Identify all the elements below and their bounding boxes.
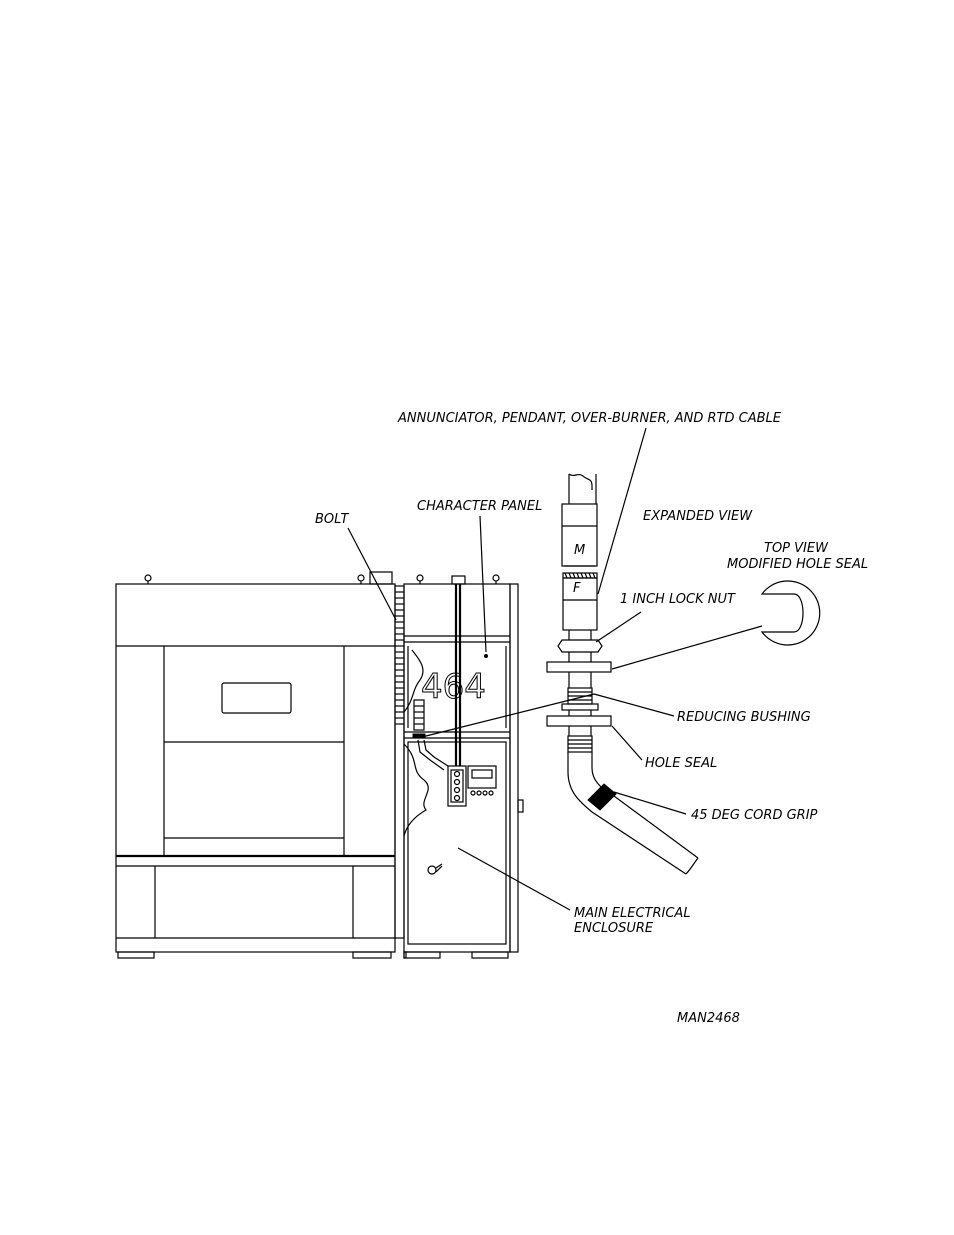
callout-labels: ANNUNCIATOR, PENDANT, OVER-BURNER, AND R… [315,411,868,1026]
hole-seal [546,715,612,727]
female-connector [562,577,598,631]
electrical-enclosure: 464 [403,574,524,959]
figure-id: MAN2468 [677,1011,740,1026]
label-cord-grip: 45 DEG CORD GRIP [691,808,818,823]
machine-cabinet [115,571,396,959]
annunciator-display [467,765,497,789]
panel-number: 464 [421,667,486,707]
label-main-electrical: MAIN ELECTRICAL [574,906,691,921]
label-hole-seal: HOLE SEAL [645,756,717,771]
door-latch-icon [427,865,437,875]
label-bolt: BOLT [315,512,350,527]
bolt-strip [394,585,405,939]
label-reducing-bushing: REDUCING BUSHING [677,710,811,725]
label-modified-hole-seal: MODIFIED HOLE SEAL [727,557,868,572]
lock-nut [557,639,603,653]
label-lock-nut: 1 INCH LOCK NUT [620,592,736,607]
male-connector-label: M [574,543,585,558]
cord-grip-elbow [567,752,687,875]
pendant-controller [447,765,467,807]
label-expanded-view: EXPANDED VIEW [643,509,753,524]
label-character-panel: CHARACTER PANEL [417,499,542,514]
bolt-head-icon [492,574,500,582]
cord-grip-band [587,783,617,811]
bolt-head-icon [416,574,424,582]
label-cable: ANNUNCIATOR, PENDANT, OVER-BURNER, AND R… [397,411,782,426]
modified-hole-seal-plate [546,661,612,673]
female-connector-label: F [573,581,581,596]
expanded-view-assembly: M F [546,473,699,875]
label-top-view: TOP VIEW [764,541,829,556]
cabinet-window [221,682,292,714]
leader-lines [347,427,763,911]
label-enclosure: ENCLOSURE [574,921,654,936]
bolt-head-icon [144,574,152,582]
top-view-hole-seal [760,580,821,646]
bolt-head-icon [357,574,365,582]
